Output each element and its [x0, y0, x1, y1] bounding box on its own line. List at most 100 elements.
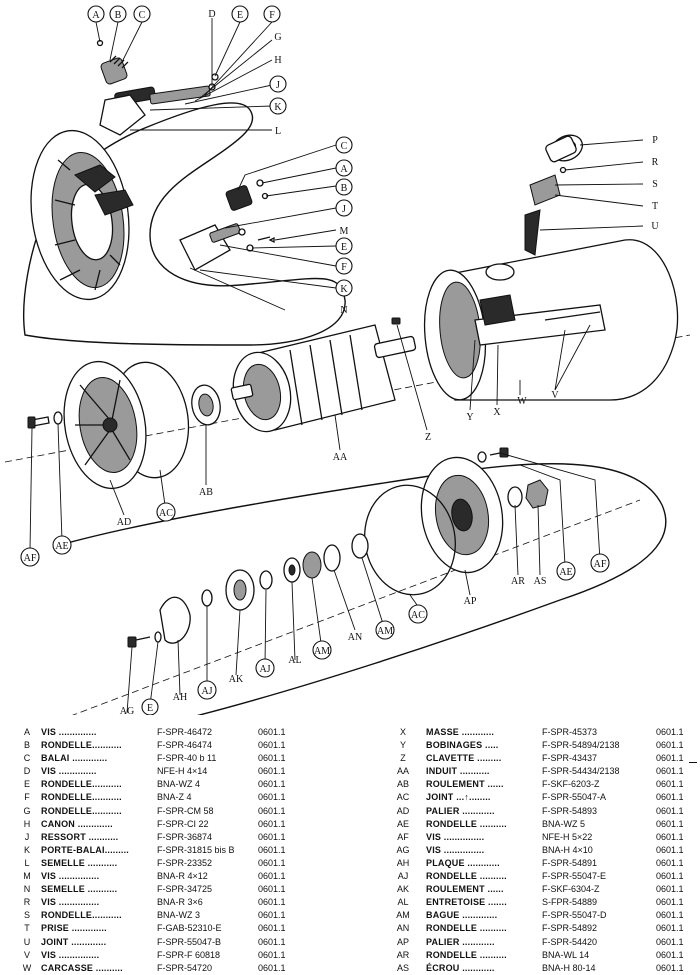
- part-name: VIS ...............: [426, 844, 485, 855]
- part-code: U: [23, 936, 31, 947]
- part-code: AA: [396, 766, 409, 777]
- callout-AH: AH: [173, 692, 187, 703]
- callout-AK: AK: [229, 674, 244, 685]
- exploded-motor-diagram: A B C D E F G H J K L C A B J M E F K N …: [4, 5, 691, 715]
- part-number: 0601.1: [258, 727, 286, 737]
- part-code: C: [23, 753, 31, 764]
- part-code: AS: [396, 962, 409, 973]
- margin-dash-mark: [689, 762, 697, 763]
- part-code: M: [23, 871, 31, 882]
- svg-text:E: E: [341, 242, 347, 253]
- callout-M: M: [340, 226, 349, 237]
- callout-E-bottom: E: [141, 698, 159, 715]
- part-reference: F-SPR-46474: [157, 740, 213, 751]
- part-number: 0601.1: [656, 805, 684, 816]
- part-number: 0601.1: [258, 779, 286, 790]
- part-code: AG: [396, 844, 410, 855]
- part-name: MASSE ............: [426, 727, 495, 737]
- part-code: W: [22, 962, 32, 973]
- svg-text:X: X: [493, 407, 501, 418]
- part-name: VIS ...............: [426, 831, 485, 842]
- part-number: 0601.1: [656, 897, 684, 908]
- part-number: 0601.1: [656, 962, 684, 973]
- callout-AC-left: AC: [156, 502, 176, 522]
- part-reference: BNA-R 3×6: [157, 897, 203, 908]
- svg-text:AJ: AJ: [201, 686, 212, 697]
- svg-text:J: J: [276, 80, 280, 91]
- callout-F-mid: F: [335, 257, 353, 275]
- part-name: INDUIT ...........: [426, 766, 490, 777]
- part-name: ROULEMENT ......: [426, 884, 504, 895]
- part-code: AC: [396, 792, 410, 803]
- part-reference: F-SPR-46472: [157, 727, 213, 737]
- svg-text:AF: AF: [24, 553, 37, 564]
- svg-text:C: C: [341, 141, 348, 152]
- axis-line-lower: [72, 499, 641, 715]
- svg-text:N: N: [340, 305, 347, 316]
- svg-text:Z: Z: [425, 432, 431, 443]
- terminal-plug-assembly: [524, 134, 584, 256]
- part-number: 0601.1: [656, 871, 684, 882]
- brush-end-bracket: [30, 129, 134, 301]
- part-code: N: [23, 884, 31, 895]
- part-reference: BNA-H 4×10: [542, 844, 593, 855]
- part-reference: F-SPR-54720: [157, 962, 213, 973]
- part-reference: F-SPR-54434/2138: [542, 766, 620, 777]
- svg-text:S: S: [652, 179, 658, 190]
- part-code: K: [23, 844, 30, 855]
- svg-text:F: F: [269, 10, 275, 21]
- part-code: AD: [396, 805, 410, 816]
- part-code: AJ: [397, 871, 409, 882]
- callout-AG: AG: [120, 706, 134, 715]
- part-number: 0601.1: [656, 831, 684, 842]
- part-code: AP: [396, 936, 409, 947]
- part-number: 0601.1: [258, 949, 286, 960]
- part-number: 0601.1: [258, 923, 286, 934]
- part-code: B: [23, 740, 30, 751]
- part-name: PORTE-BALAI.........: [41, 844, 130, 855]
- part-number: 0601.1: [656, 740, 684, 751]
- part-code: V: [23, 949, 30, 960]
- svg-text:U: U: [651, 221, 659, 232]
- bearing-bracket-ad: [63, 360, 147, 490]
- svg-text:AD: AD: [117, 517, 131, 528]
- part-reference: F-SPR-54891: [542, 857, 598, 868]
- part-reference: F-SPR-54892: [542, 923, 598, 934]
- svg-text:R: R: [652, 157, 659, 168]
- part-code: S: [23, 910, 30, 921]
- part-reference: S-FPR-54889: [542, 897, 598, 908]
- svg-text:D: D: [208, 9, 215, 20]
- part-number: 0601.1: [258, 818, 286, 829]
- part-reference: F-SPR-23352: [157, 857, 213, 868]
- part-code: AR: [396, 949, 410, 960]
- part-number: 0601.1: [656, 923, 684, 934]
- part-code: Z: [400, 753, 406, 764]
- part-code: J: [24, 831, 30, 842]
- part-reference: F-SPR-CM 58: [157, 805, 214, 816]
- part-name: RONDELLE...........: [41, 779, 122, 790]
- callout-AF-right: AF: [590, 553, 610, 573]
- part-reference: F-SPR-31815 bis B: [157, 844, 235, 855]
- part-reference: F-SPR-54893: [542, 805, 598, 816]
- svg-text:J: J: [342, 204, 346, 215]
- svg-text:P: P: [652, 135, 658, 146]
- callout-P: P: [652, 135, 658, 146]
- part-number: 0601.1: [656, 818, 684, 829]
- svg-text:Y: Y: [466, 412, 473, 423]
- part-number: 0601.1: [258, 766, 286, 777]
- svg-text:AN: AN: [348, 632, 362, 643]
- part-number: 0601.1: [656, 949, 684, 960]
- svg-text:AL: AL: [288, 655, 301, 666]
- callout-U: U: [651, 221, 659, 232]
- part-number: 0601.1: [656, 884, 684, 895]
